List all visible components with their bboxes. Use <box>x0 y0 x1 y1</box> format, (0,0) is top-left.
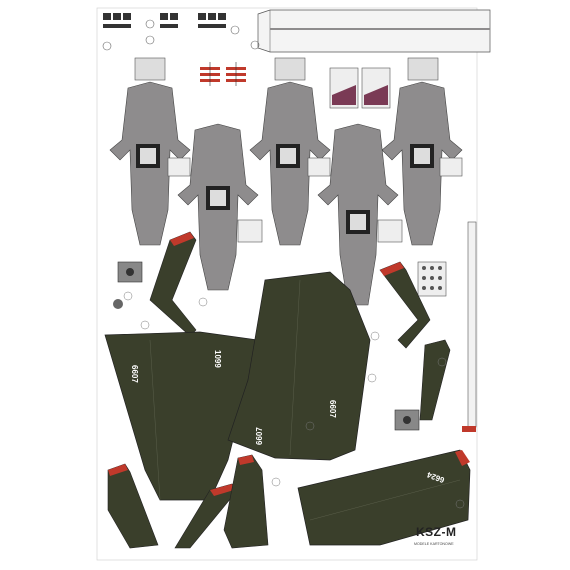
registration-6607-left: 6607 <box>130 365 139 383</box>
figure-part-3 <box>381 57 463 246</box>
part-number-markers <box>123 291 465 509</box>
stabilizer-bottom-left <box>107 463 159 549</box>
mechanism-part-right <box>394 409 420 431</box>
red-stripe-markings <box>200 62 246 86</box>
brand-logo-text: KSZ-M <box>416 525 457 539</box>
grid-part <box>417 261 447 297</box>
top-left-small-parts <box>102 13 240 51</box>
registration-6607-center-right: 6607 <box>328 400 337 418</box>
wing-bottom-right: 6624 <box>297 449 471 546</box>
fuselage-tube-part <box>250 9 491 53</box>
antenna-rod-part <box>462 221 477 432</box>
brand-subtitle: MODELE KARTONOWE <box>414 542 454 546</box>
tail-fin-right-top <box>379 261 431 349</box>
figure-part-2 <box>249 57 331 246</box>
tail-fin-left <box>149 231 197 337</box>
mechanism-part-left <box>113 261 143 309</box>
figure-part-1 <box>109 57 191 246</box>
grey-boxes <box>167 157 463 243</box>
registration-6607-center-left: 6607 <box>255 427 264 445</box>
stabilizer-bottom-center-1 <box>174 483 237 549</box>
tail-fin-right-bottom <box>419 339 451 421</box>
figure-part-5 <box>317 123 399 306</box>
registration-1099: 1099 <box>213 350 222 368</box>
page-frame <box>96 7 478 561</box>
wing-center: 6607 6607 <box>227 271 371 461</box>
figure-part-4 <box>177 123 259 291</box>
wing-left: 6607 1099 <box>104 331 259 501</box>
stabilizer-bottom-center-2 <box>223 454 269 549</box>
brand-logo: KSZ-M MODELE KARTONOWE <box>414 525 457 546</box>
cockpit-panels <box>329 67 391 109</box>
